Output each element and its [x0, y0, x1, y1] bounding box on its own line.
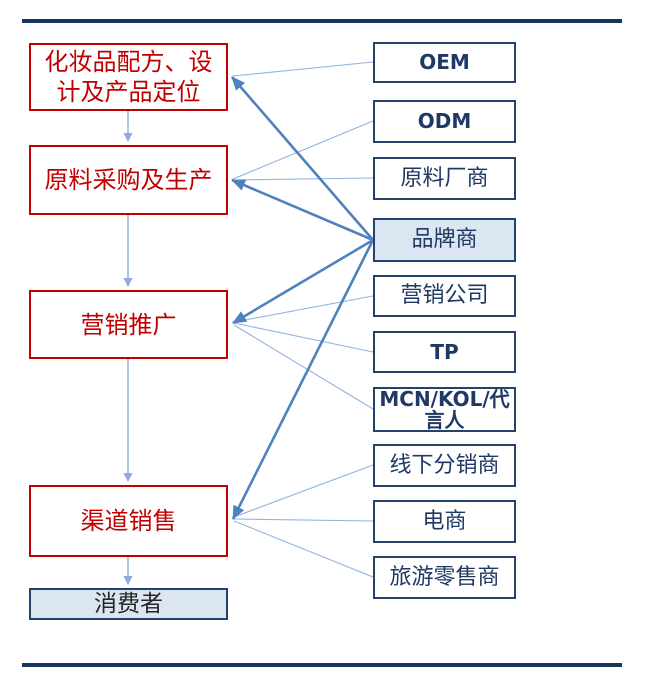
process-box-label: 营销推广 — [80, 310, 177, 339]
entity-box-label: 品牌商 — [411, 227, 478, 252]
consumer-box: 消费者 — [29, 588, 228, 620]
entity-box-label: 原料厂商 — [400, 165, 489, 191]
process-box-raw-material-production: 原料采购及生产 — [29, 145, 228, 215]
process-box-label: 化妆品配方、设计及产品定位 — [44, 48, 213, 106]
process-box-label: 原料采购及生产 — [44, 166, 213, 194]
entity-box-label: ODM — [417, 109, 472, 133]
entity-box-label: 电商 — [422, 508, 467, 534]
entity-box-offline-distributor: 线下分销商 — [373, 444, 516, 487]
connector-lines — [123, 61, 375, 585]
entity-box-label: TP — [430, 339, 459, 364]
entity-box-marketing-company: 营销公司 — [373, 275, 516, 317]
entity-box-label: 旅游零售商 — [389, 564, 500, 590]
process-box-formula-design: 化妆品配方、设计及产品定位 — [29, 43, 228, 111]
process-box-label: 渠道销售 — [80, 507, 177, 535]
process-box-channel-sales: 渠道销售 — [29, 485, 228, 557]
entity-box-mcn-kol-spokesperson: MCN/KOL/代言人 — [373, 387, 516, 432]
entity-box-ecommerce: 电商 — [373, 500, 516, 543]
entity-box-label: 线下分销商 — [389, 452, 500, 478]
entity-box-label: MCN/KOL/代言人 — [379, 386, 510, 432]
entity-box-brand-owner: 品牌商 — [373, 218, 516, 262]
entity-box-oem: OEM — [373, 42, 516, 83]
top-rule — [22, 19, 622, 23]
entity-box-odm: ODM — [373, 100, 516, 143]
entity-box-travel-retailer: 旅游零售商 — [373, 556, 516, 599]
entity-box-raw-material-supplier: 原料厂商 — [373, 157, 516, 200]
process-box-marketing-promotion: 营销推广 — [29, 290, 228, 359]
entity-box-label: OEM — [419, 50, 470, 74]
entity-box-label: 营销公司 — [400, 283, 489, 308]
entity-box-tp: TP — [373, 331, 516, 373]
consumer-box-label: 消费者 — [94, 591, 163, 617]
bottom-rule — [22, 663, 622, 667]
